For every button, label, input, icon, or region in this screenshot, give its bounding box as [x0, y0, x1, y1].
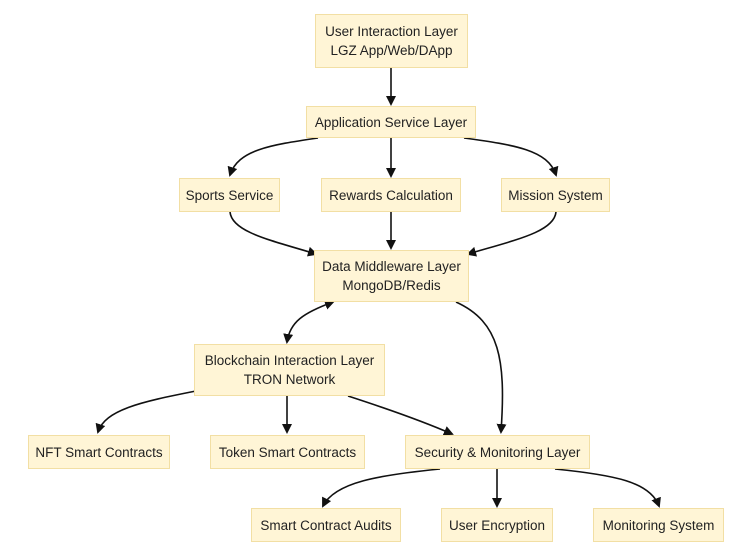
- node-label: Monitoring System: [602, 517, 715, 533]
- node-monitoring-system[interactable]: Monitoring System: [593, 508, 724, 542]
- edge-blockchain-to-nft: [95, 390, 197, 434]
- node-label: Token Smart Contracts: [218, 444, 357, 460]
- edge-security-to-monitoring: [554, 468, 661, 508]
- node-smart-contract-audits[interactable]: Smart Contract Audits: [251, 508, 401, 542]
- node-label: Data Middleware Layer: [322, 259, 461, 274]
- node-label: Sports Service: [185, 187, 274, 203]
- edge-sports-to-data: [229, 211, 318, 257]
- node-label: Security & Monitoring Layer: [414, 444, 581, 460]
- edge-blockchain-to-security: [347, 395, 454, 436]
- edge-mission-to-data: [466, 211, 557, 257]
- node-sublabel: MongoDB/Redis: [342, 278, 441, 293]
- node-user-encryption[interactable]: User Encryption: [441, 508, 553, 542]
- node-sublabel: TRON Network: [243, 372, 336, 387]
- node-sublabel: LGZ App/Web/DApp: [330, 43, 453, 58]
- node-rewards-calculation[interactable]: Rewards Calculation: [321, 178, 461, 212]
- node-label: NFT Smart Contracts: [35, 444, 163, 460]
- node-application-service-layer[interactable]: Application Service Layer: [306, 106, 476, 138]
- node-label: Mission System: [508, 187, 603, 203]
- node-sports-service[interactable]: Sports Service: [179, 178, 280, 212]
- node-label: Blockchain Interaction Layer: [204, 353, 375, 368]
- edge-data-blockchain: [283, 300, 335, 344]
- node-nft-smart-contracts[interactable]: NFT Smart Contracts: [28, 435, 170, 469]
- edge-data-to-security: [455, 301, 507, 434]
- node-user-interaction-layer[interactable]: User Interaction Layer LGZ App/Web/DApp: [315, 14, 468, 68]
- node-label: Application Service Layer: [314, 114, 468, 130]
- node-security-monitoring-layer[interactable]: Security & Monitoring Layer: [405, 435, 590, 469]
- node-mission-system[interactable]: Mission System: [501, 178, 610, 212]
- edge-app-to-mission: [463, 137, 559, 177]
- node-token-smart-contracts[interactable]: Token Smart Contracts: [210, 435, 365, 469]
- node-blockchain-interaction-layer[interactable]: Blockchain Interaction Layer TRON Networ…: [194, 344, 385, 396]
- node-label: User Encryption: [448, 517, 546, 533]
- node-label: User Interaction Layer: [325, 24, 458, 39]
- node-data-middleware-layer[interactable]: Data Middleware Layer MongoDB/Redis: [314, 250, 469, 302]
- edge-app-to-sports: [227, 137, 319, 177]
- node-label: Smart Contract Audits: [260, 517, 392, 533]
- node-label: Rewards Calculation: [329, 187, 453, 203]
- edge-security-to-audits: [322, 468, 441, 508]
